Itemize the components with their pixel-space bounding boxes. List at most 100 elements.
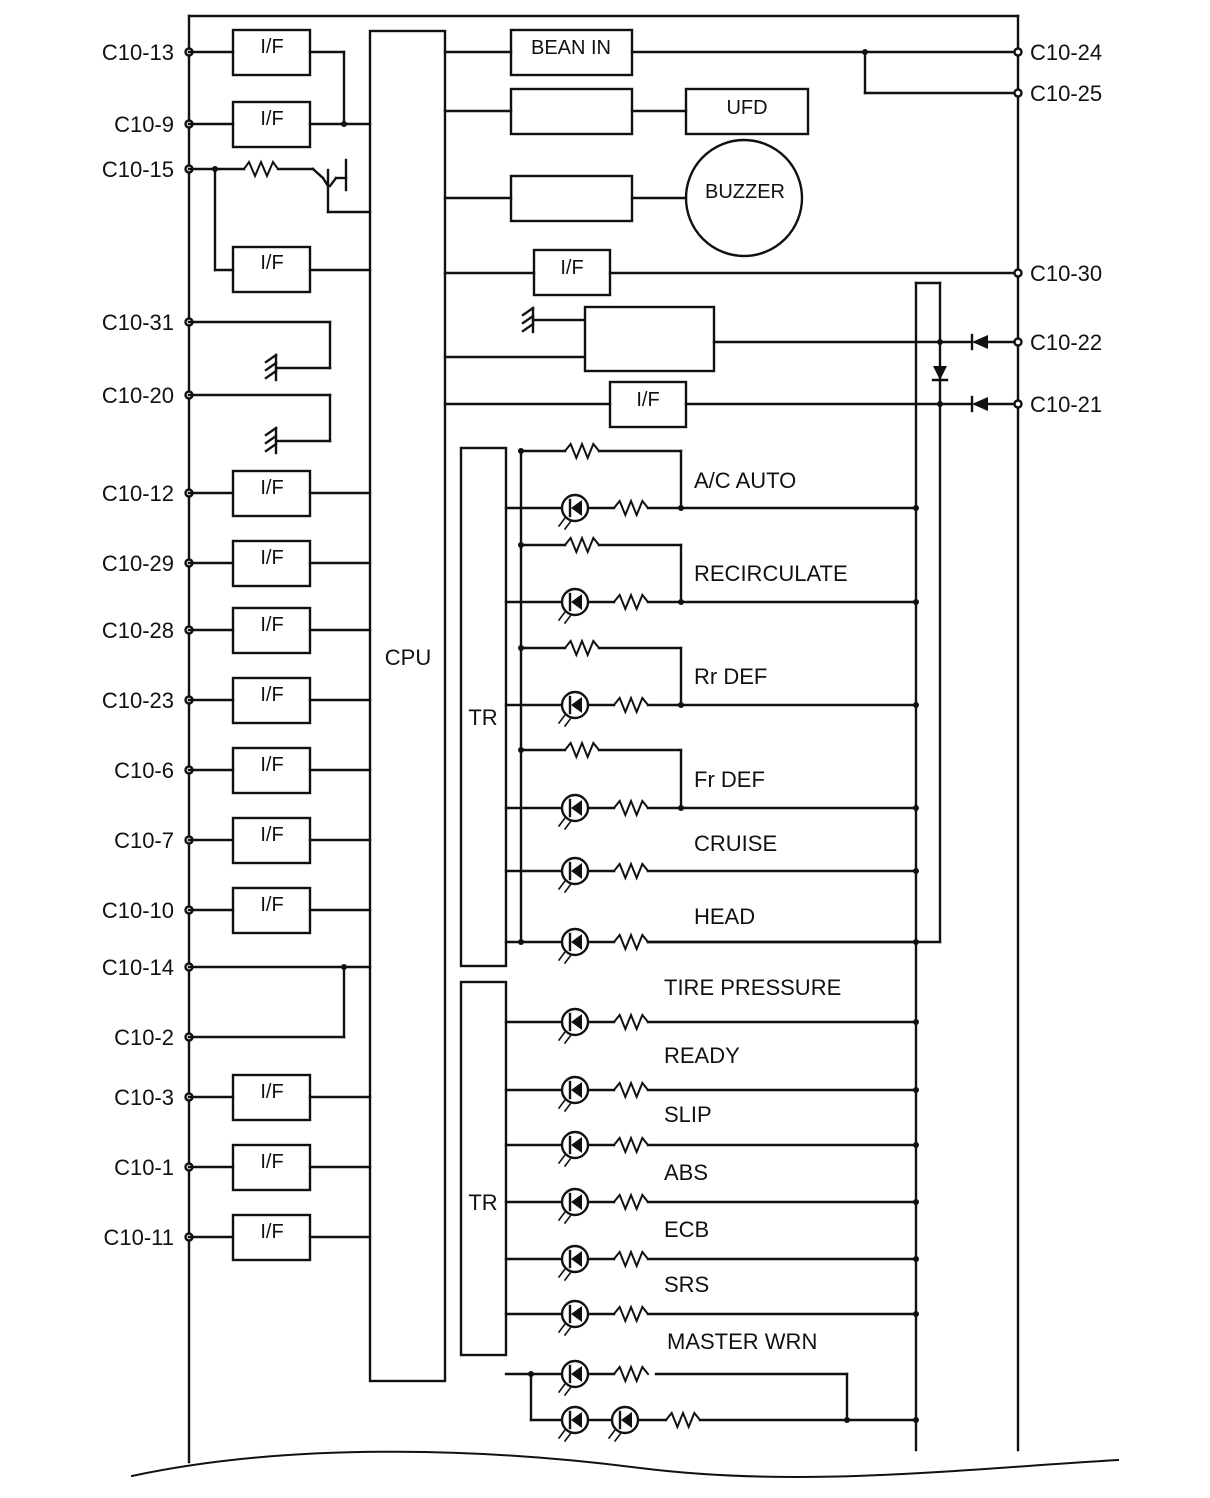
iface-label: I/F <box>260 477 283 499</box>
pin-label: C10-23 <box>102 688 174 713</box>
led-icon <box>557 927 590 965</box>
indicator-label: Rr DEF <box>694 664 767 689</box>
indicator-label: SLIP <box>664 1102 712 1127</box>
led-icon <box>557 1007 590 1045</box>
led-icon <box>557 690 590 728</box>
cpu-label: CPU <box>385 645 431 670</box>
power-bus <box>914 281 949 1452</box>
ufd-block: UFD <box>443 87 810 136</box>
pin-label: C10-21 <box>1030 392 1102 417</box>
c10-22-block <box>443 305 1020 373</box>
indicator-label: ECB <box>664 1217 709 1242</box>
left-pin-c10-14: C10-14 <box>102 955 194 980</box>
resistor <box>612 1012 650 1032</box>
left-pin-c10-23: C10-23 I/F <box>102 676 372 725</box>
indicator-master-wrn: MASTER WRN <box>529 1329 817 1397</box>
tr-lower-block: TR <box>459 980 508 1357</box>
indicator-label: TIRE PRESSURE <box>664 975 841 1000</box>
pin-terminal <box>1013 268 1023 278</box>
indicator-label: Fr DEF <box>694 767 765 792</box>
led-icon <box>557 793 590 831</box>
led-icon <box>557 1299 590 1337</box>
resistor <box>612 798 650 818</box>
left-special-wiring: I/F <box>187 50 372 1039</box>
resistor <box>612 932 650 952</box>
indicator-label: HEAD <box>694 904 755 929</box>
cpu-block: CPU <box>368 29 447 1383</box>
master-wrn-row-2 <box>557 1405 702 1443</box>
pin-label: C10-11 <box>103 1225 174 1250</box>
iface-label: I/F <box>260 684 283 706</box>
indicator-abs: ABS <box>504 1160 919 1225</box>
pin-label: C10-9 <box>114 112 174 137</box>
led-icon <box>557 1359 590 1397</box>
bean-in-block: BEAN IN <box>443 28 1020 95</box>
resistor <box>563 740 601 760</box>
iface-label: I/F <box>260 36 283 58</box>
resistor <box>612 1080 650 1100</box>
buzzer-label: BUZZER <box>705 181 785 203</box>
pin-label: C10-1 <box>114 1155 174 1180</box>
pin-label: C10-20 <box>102 383 174 408</box>
indicator-ready: READY <box>504 1043 919 1113</box>
led-icon <box>557 1075 590 1113</box>
right-pin-c10-30: C10-30 <box>1013 261 1102 286</box>
pin-terminal <box>1013 88 1023 98</box>
indicator-label: READY <box>664 1043 740 1068</box>
pin-label: C10-10 <box>102 898 174 923</box>
resistor <box>664 1410 702 1430</box>
left-pin-c10-2: C10-2 <box>114 1025 194 1050</box>
pin-label: C10-14 <box>102 955 174 980</box>
resistor <box>612 695 650 715</box>
pin-terminal <box>1013 47 1023 57</box>
resistor <box>612 861 650 881</box>
pin-label: C10-30 <box>1030 261 1102 286</box>
resistor <box>612 592 650 612</box>
iface-label: I/F <box>260 894 283 916</box>
pin-terminal <box>1013 337 1023 347</box>
indicator-head: HEAD <box>504 904 942 965</box>
pin-label: C10-22 <box>1030 330 1102 355</box>
resistor <box>612 1135 650 1155</box>
resistor <box>563 441 601 461</box>
right-pin-c10-22: C10-22 <box>1013 330 1102 355</box>
resistor <box>612 498 650 518</box>
pin-label: C10-12 <box>102 481 174 506</box>
right-pin-c10-25: C10-25 <box>1013 81 1102 106</box>
left-pin-c10-10: C10-10 I/F <box>102 886 372 935</box>
iface-c10-30-block: I/F <box>443 248 1020 297</box>
resistor <box>563 535 601 555</box>
indicator-label: CRUISE <box>694 831 777 856</box>
left-pin-c10-12: C10-12 I/F <box>102 469 372 518</box>
left-pin-c10-20: C10-20 <box>102 383 194 408</box>
indicator-fr-def: Fr DEF <box>504 740 919 831</box>
resistor <box>612 1364 650 1384</box>
indicator-cruise: CRUISE <box>504 831 919 894</box>
bean-in-label: BEAN IN <box>531 37 611 59</box>
right-pin-c10-24: C10-24 <box>1013 40 1102 65</box>
pin-label: C10-3 <box>114 1085 174 1110</box>
pin-terminal <box>1013 399 1023 409</box>
indicator-slip: SLIP <box>504 1102 919 1168</box>
pin-label: C10-2 <box>114 1025 174 1050</box>
left-pin-c10-31: C10-31 <box>102 310 194 335</box>
pin-label: C10-15 <box>102 157 174 182</box>
pin-label: C10-25 <box>1030 81 1102 106</box>
led-icon <box>607 1405 640 1443</box>
right-pin-c10-21: C10-21 <box>1013 392 1102 417</box>
indicator-ac-auto: A/C AUTO <box>504 441 919 531</box>
pin-label: C10-28 <box>102 618 174 643</box>
led-icon <box>557 1405 590 1443</box>
buzzer-block: BUZZER <box>443 138 804 258</box>
iface-label: I/F <box>260 614 283 636</box>
